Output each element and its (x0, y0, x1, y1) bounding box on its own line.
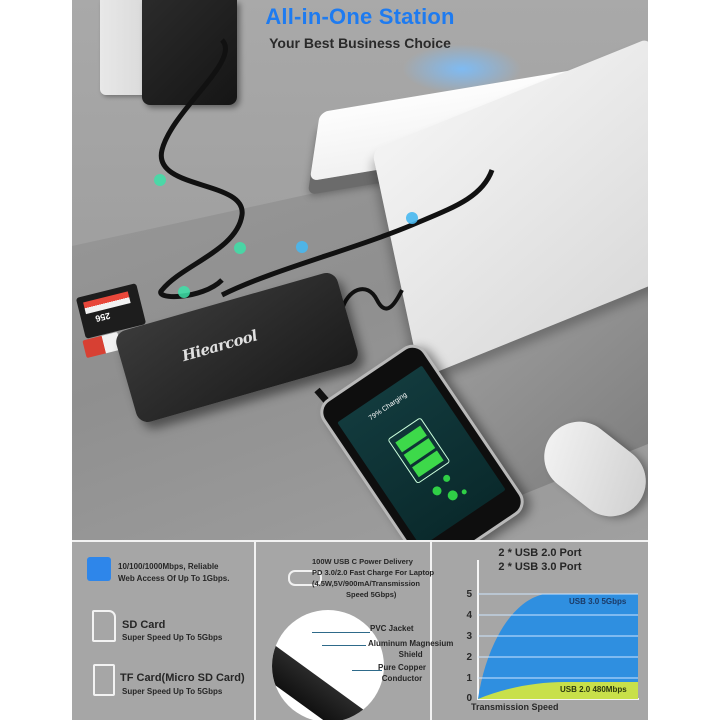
x-axis-title: Transmission Speed (471, 702, 559, 712)
ethernet-icon (87, 557, 111, 581)
usb3-series-label: USB 3.0 5Gbps (569, 597, 627, 606)
usb2-area (478, 682, 638, 699)
sd-card-title: SD Card (122, 619, 166, 631)
usb-ports-heading: 2 * USB 2.0 Port 2 * USB 3.0 Port (498, 547, 582, 573)
shield-label: Aluminum Magnesium Shield (368, 639, 454, 659)
usb2-series-label: USB 2.0 480Mbps (560, 685, 627, 694)
usb-icon (406, 212, 418, 224)
sd-card-desc: Super Speed Up To 5Gbps (122, 633, 223, 642)
tf-card-desc: Super Speed Up To 5Gbps (122, 687, 223, 696)
hub-brand-logo: Hiearcool (179, 326, 260, 366)
battery-icon (387, 417, 451, 485)
usb-icon (296, 241, 308, 253)
lightning-bolt-icon (178, 286, 190, 298)
cable-cross-section (272, 610, 384, 720)
usb3-area (478, 594, 638, 699)
ethernet-feature: 10/100/1000Mbps, Reliable Web Access Of … (118, 562, 230, 583)
panel-divider-2 (430, 540, 432, 720)
micro-sd-card-icon (93, 664, 115, 696)
power-adapter (142, 0, 237, 105)
usb-c-feature: 100W USB C Power Delivery PD 3.0/2.0 Fas… (312, 557, 435, 599)
tf-card-title: TF Card(Micro SD Card) (120, 672, 245, 684)
chart-plot-area (477, 560, 639, 700)
product-image: All-in-One Station Your Best Business Ch… (72, 0, 648, 720)
lightning-bolt-icon (154, 174, 166, 186)
sd-card-icon (92, 610, 116, 642)
conductor-label: Pure Copper Conductor (378, 663, 427, 683)
usb-c-port-icon (288, 570, 322, 586)
pvc-jacket-label: PVC Jacket (370, 624, 414, 633)
lightning-bolt-icon (234, 242, 246, 254)
panel-divider-top (72, 540, 648, 542)
panel-divider-1 (254, 540, 256, 720)
page-title: All-in-One Station (265, 4, 455, 29)
